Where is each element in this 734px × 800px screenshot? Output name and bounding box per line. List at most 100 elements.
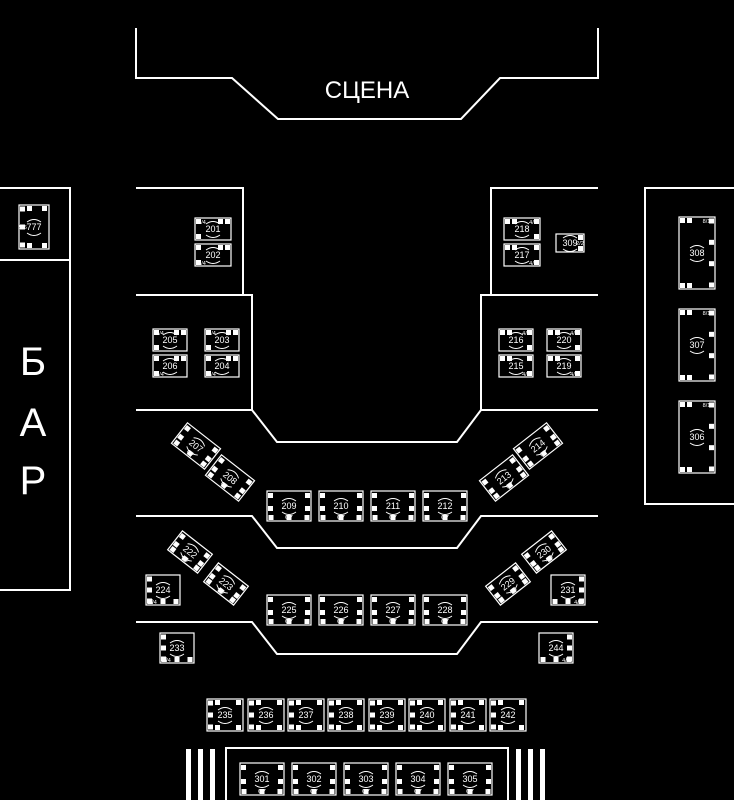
seat-marker bbox=[553, 439, 561, 447]
seat-marker bbox=[277, 700, 282, 705]
seat-marker bbox=[424, 515, 430, 520]
table-238[interactable]: 238 bbox=[327, 698, 365, 732]
table-number: 216 bbox=[508, 335, 523, 345]
seat-marker bbox=[236, 700, 241, 705]
seat-marker bbox=[206, 330, 211, 335]
seat-marker bbox=[178, 533, 186, 541]
seat-marker bbox=[320, 493, 325, 498]
seat-marker bbox=[449, 765, 454, 770]
seat-marker bbox=[458, 725, 463, 730]
seat-marker bbox=[329, 724, 334, 730]
seat-marker bbox=[217, 457, 225, 465]
table-capacity: 4/4 bbox=[545, 554, 555, 563]
table-arc-bottom bbox=[338, 720, 354, 724]
table-arc-top bbox=[281, 498, 297, 502]
table-arc-top bbox=[162, 358, 178, 362]
seat-marker bbox=[356, 515, 362, 520]
table-235[interactable]: 235 bbox=[206, 698, 244, 732]
seat-marker bbox=[709, 466, 714, 472]
seat-marker bbox=[491, 700, 496, 706]
table-number: 302 bbox=[306, 774, 321, 784]
seat-marker bbox=[169, 545, 177, 553]
seat-marker bbox=[398, 700, 403, 705]
seat-marker bbox=[320, 619, 326, 624]
bar-letter-1: Б bbox=[20, 340, 46, 384]
table-arc-bottom bbox=[556, 345, 572, 349]
seat-marker bbox=[239, 584, 247, 592]
table-number: 777 bbox=[26, 222, 41, 232]
table-arc-top bbox=[169, 640, 185, 644]
seat-marker bbox=[211, 446, 219, 454]
seat-marker bbox=[296, 725, 301, 730]
seat-marker bbox=[161, 634, 166, 640]
seat-marker bbox=[357, 700, 362, 705]
table-239[interactable]: 239 bbox=[368, 698, 406, 732]
seat-marker bbox=[27, 206, 32, 211]
table-242[interactable]: 242 bbox=[489, 698, 527, 732]
table-arc-top bbox=[214, 332, 230, 336]
table-arc-bottom bbox=[333, 615, 349, 619]
table-arc-bottom bbox=[214, 371, 230, 375]
table-237[interactable]: 237 bbox=[287, 698, 325, 732]
seat-marker bbox=[398, 725, 403, 730]
table-240[interactable]: 240 bbox=[408, 698, 446, 732]
seat-marker bbox=[575, 371, 580, 376]
tier-line-1 bbox=[136, 409, 598, 443]
seat-marker bbox=[397, 779, 402, 784]
table-number: 309 bbox=[562, 238, 577, 248]
table-number: 228 bbox=[437, 605, 452, 615]
table-arc-bottom bbox=[162, 371, 178, 375]
table-capacity: 6/7 bbox=[337, 515, 345, 521]
seat-marker bbox=[205, 577, 213, 585]
table-241[interactable]: 241 bbox=[449, 698, 487, 732]
seat-marker bbox=[509, 457, 517, 465]
table-236[interactable]: 236 bbox=[247, 698, 285, 732]
table-arc-top bbox=[333, 602, 349, 606]
seat-marker bbox=[372, 506, 377, 511]
seat-marker bbox=[356, 619, 362, 624]
